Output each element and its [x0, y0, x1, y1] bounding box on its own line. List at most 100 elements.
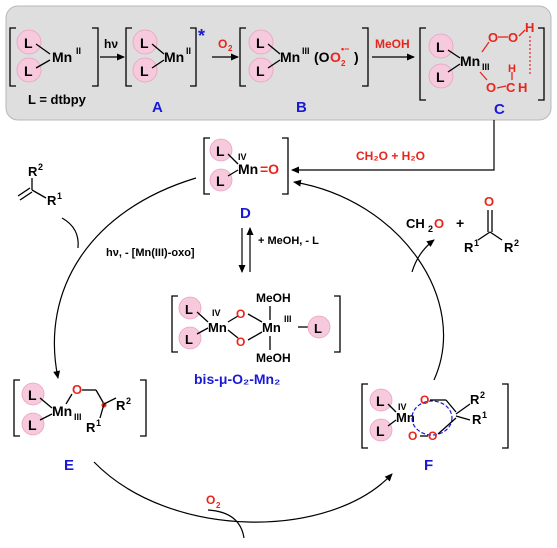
- svg-text:L: L: [256, 63, 265, 79]
- svg-text:1: 1: [96, 418, 101, 428]
- svg-text:L: L: [376, 423, 385, 439]
- svg-text:2: 2: [228, 44, 233, 53]
- byproduct-label: CH₂O + H₂O: [356, 149, 425, 163]
- svg-text:CH: CH: [406, 216, 425, 231]
- dimer-complex: L L IV Mn O O Mn III MeOH MeOH L: [171, 291, 341, 365]
- arc-F-to-D: [293, 179, 445, 381]
- svg-text:MeOH: MeOH: [256, 351, 291, 365]
- svg-text:L: L: [256, 35, 265, 51]
- svg-text:H: H: [518, 80, 527, 95]
- svg-text:MeOH: MeOH: [375, 37, 410, 51]
- complex-E: L L Mn III O R 2 R 1: [13, 379, 147, 437]
- svg-text:O: O: [236, 335, 245, 349]
- ligand-definition: L = dtbpy: [28, 92, 87, 107]
- svg-text:): ): [354, 49, 359, 65]
- label-B: B: [296, 99, 307, 116]
- svg-text:1: 1: [482, 410, 487, 420]
- svg-text:2: 2: [428, 224, 433, 234]
- svg-text:IV: IV: [238, 152, 247, 162]
- dimer-right-condition: + MeOH, - L: [258, 235, 319, 247]
- svg-text:Mn: Mn: [52, 403, 72, 419]
- svg-text:2: 2: [216, 501, 221, 510]
- svg-text:2: 2: [38, 162, 43, 172]
- svg-text:=O: =O: [260, 161, 279, 177]
- svg-text:O: O: [428, 429, 437, 443]
- svg-text:Mn: Mn: [460, 53, 480, 69]
- svg-text:O: O: [484, 194, 494, 209]
- svg-text:O: O: [330, 49, 341, 65]
- svg-text:O: O: [434, 216, 444, 231]
- ketone-product: O R 1 R 2: [464, 194, 519, 255]
- svg-text:R: R: [464, 240, 474, 255]
- complex-B: L L Mn III (O O 2 •− ): [239, 27, 369, 87]
- svg-text:2: 2: [126, 396, 131, 406]
- label-D: D: [240, 205, 251, 222]
- svg-text:hν: hν: [104, 37, 118, 51]
- complex-C: L L Mn III O O H O C H H: [419, 20, 545, 101]
- svg-text:II: II: [186, 46, 191, 56]
- svg-text:O: O: [420, 393, 429, 407]
- svg-text:R: R: [47, 193, 57, 208]
- svg-text:L: L: [436, 39, 445, 55]
- svg-text:O: O: [488, 30, 498, 45]
- arc-E-to-F: [93, 461, 393, 523]
- svg-text:Mn: Mn: [208, 320, 227, 335]
- complex-D: L L IV Mn =O: [203, 137, 289, 195]
- svg-text:O: O: [486, 80, 496, 95]
- svg-text:Mn: Mn: [52, 49, 72, 65]
- svg-text:2: 2: [341, 59, 346, 68]
- svg-text:III: III: [74, 412, 82, 422]
- svg-text:Mn: Mn: [262, 320, 281, 335]
- mn-ii-complex: L L Mn II: [9, 27, 99, 87]
- svg-text:Mn: Mn: [396, 410, 415, 425]
- svg-text:L: L: [24, 63, 33, 79]
- svg-text:L: L: [376, 393, 385, 409]
- svg-text:1: 1: [474, 238, 479, 248]
- label-C: C: [494, 101, 505, 118]
- svg-text:L: L: [314, 321, 322, 336]
- svg-text:O: O: [218, 37, 227, 51]
- svg-text:C: C: [506, 80, 516, 95]
- svg-text:R: R: [116, 398, 126, 413]
- svg-text:R: R: [472, 412, 482, 427]
- svg-text:H: H: [525, 20, 534, 35]
- svg-text:R: R: [28, 164, 38, 179]
- dimer-left-condition: hν, - [Mn(III)-oxo]: [106, 247, 195, 259]
- svg-text:L: L: [436, 69, 445, 85]
- svg-text:H: H: [508, 63, 516, 75]
- svg-text:IV: IV: [212, 308, 221, 318]
- svg-text:L: L: [140, 63, 149, 79]
- svg-text:O: O: [206, 493, 215, 507]
- svg-text:L: L: [28, 387, 37, 403]
- svg-text:1: 1: [57, 191, 62, 201]
- svg-text:IV: IV: [398, 402, 407, 412]
- svg-text:L: L: [216, 173, 225, 189]
- svg-text:L: L: [140, 35, 149, 51]
- svg-text:+: +: [456, 215, 464, 231]
- label-F: F: [424, 457, 433, 474]
- svg-text:III: III: [284, 314, 292, 324]
- svg-text:O: O: [72, 382, 82, 397]
- dimer-name: bis-μ-O₂-Mn₂: [194, 371, 280, 387]
- svg-text:2: 2: [480, 390, 485, 400]
- label-A: A: [152, 99, 163, 116]
- alkene-substrate: R 2 R 1: [17, 162, 62, 208]
- svg-text:L: L: [28, 417, 37, 433]
- svg-text:III: III: [482, 62, 490, 72]
- svg-text:Mn: Mn: [238, 161, 258, 177]
- svg-text:R: R: [504, 240, 514, 255]
- svg-text:R: R: [470, 392, 480, 407]
- svg-text:L: L: [216, 143, 225, 159]
- svg-text:O: O: [408, 429, 417, 443]
- svg-text:L: L: [185, 332, 193, 347]
- svg-text:III: III: [302, 46, 310, 56]
- svg-text:2: 2: [514, 238, 519, 248]
- complex-A: L L Mn II *: [125, 26, 205, 87]
- svg-text:(O: (O: [314, 49, 330, 65]
- svg-text:MeOH: MeOH: [256, 291, 291, 305]
- arc-D-to-E: [53, 177, 197, 379]
- svg-text:O: O: [236, 307, 245, 321]
- svg-text:O: O: [508, 30, 518, 45]
- svg-text:•−: •−: [341, 44, 349, 54]
